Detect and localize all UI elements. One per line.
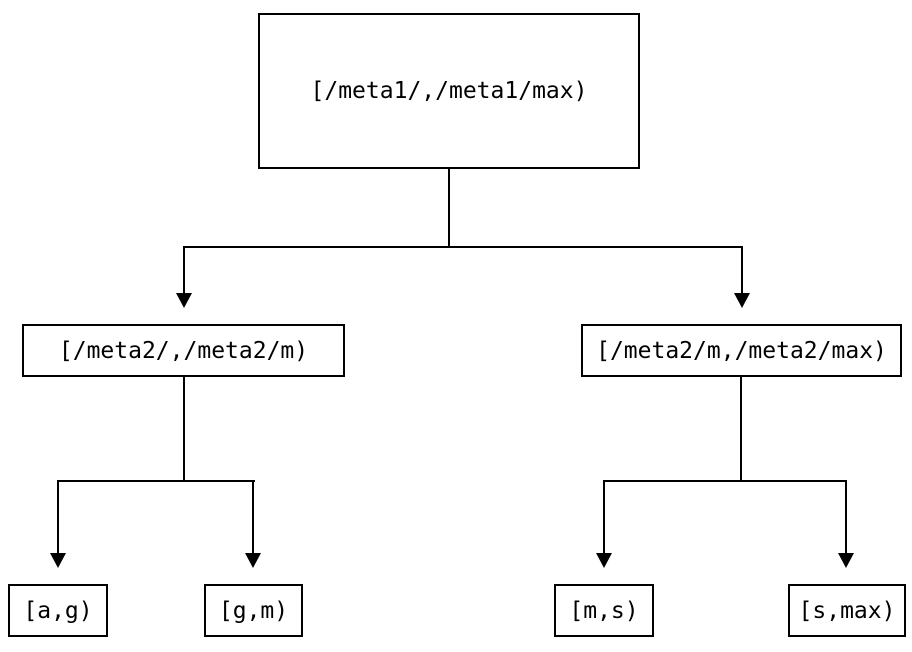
node-leaf-smax-label: [s,max) — [798, 597, 896, 624]
node-leaf-ag-label: [a,g) — [23, 597, 93, 624]
node-meta2-low-label: [/meta2/,/meta2/m) — [58, 337, 309, 364]
node-root: [/meta1/,/meta1/max) — [258, 13, 640, 169]
connector-root-stem — [448, 169, 450, 247]
connector-rail-level1 — [183, 246, 743, 248]
connector-drop-leaf-ms — [603, 480, 605, 553]
arrow-down-icon — [245, 553, 261, 568]
connector-meta2-high-stem — [740, 377, 742, 482]
connector-drop-leaf-smax — [845, 480, 847, 553]
arrow-down-icon — [596, 553, 612, 568]
node-leaf-gm-label: [g,m) — [218, 597, 289, 624]
node-root-label: [/meta1/,/meta1/max) — [310, 78, 588, 104]
connector-rail-left-leaves — [57, 480, 255, 482]
node-leaf-gm: [g,m) — [204, 584, 303, 637]
node-meta2-high: [/meta2/m,/meta2/max) — [581, 324, 902, 377]
connector-drop-leaf-gm — [252, 480, 254, 553]
node-leaf-smax: [s,max) — [788, 584, 906, 637]
arrow-down-icon — [176, 293, 192, 308]
arrow-down-icon — [734, 293, 750, 308]
node-leaf-ag: [a,g) — [8, 584, 108, 637]
connector-meta2-low-stem — [183, 377, 185, 482]
connector-rail-right-leaves — [603, 480, 847, 482]
connector-drop-leaf-ag — [57, 480, 59, 553]
node-meta2-low: [/meta2/,/meta2/m) — [22, 324, 345, 377]
node-leaf-ms: [m,s) — [554, 584, 654, 637]
arrow-down-icon — [50, 553, 66, 568]
arrow-down-icon — [838, 553, 854, 568]
connector-drop-meta2-low — [183, 246, 185, 293]
connector-drop-meta2-high — [741, 246, 743, 293]
node-meta2-high-label: [/meta2/m,/meta2/max) — [596, 337, 887, 364]
node-leaf-ms-label: [m,s) — [569, 597, 639, 624]
